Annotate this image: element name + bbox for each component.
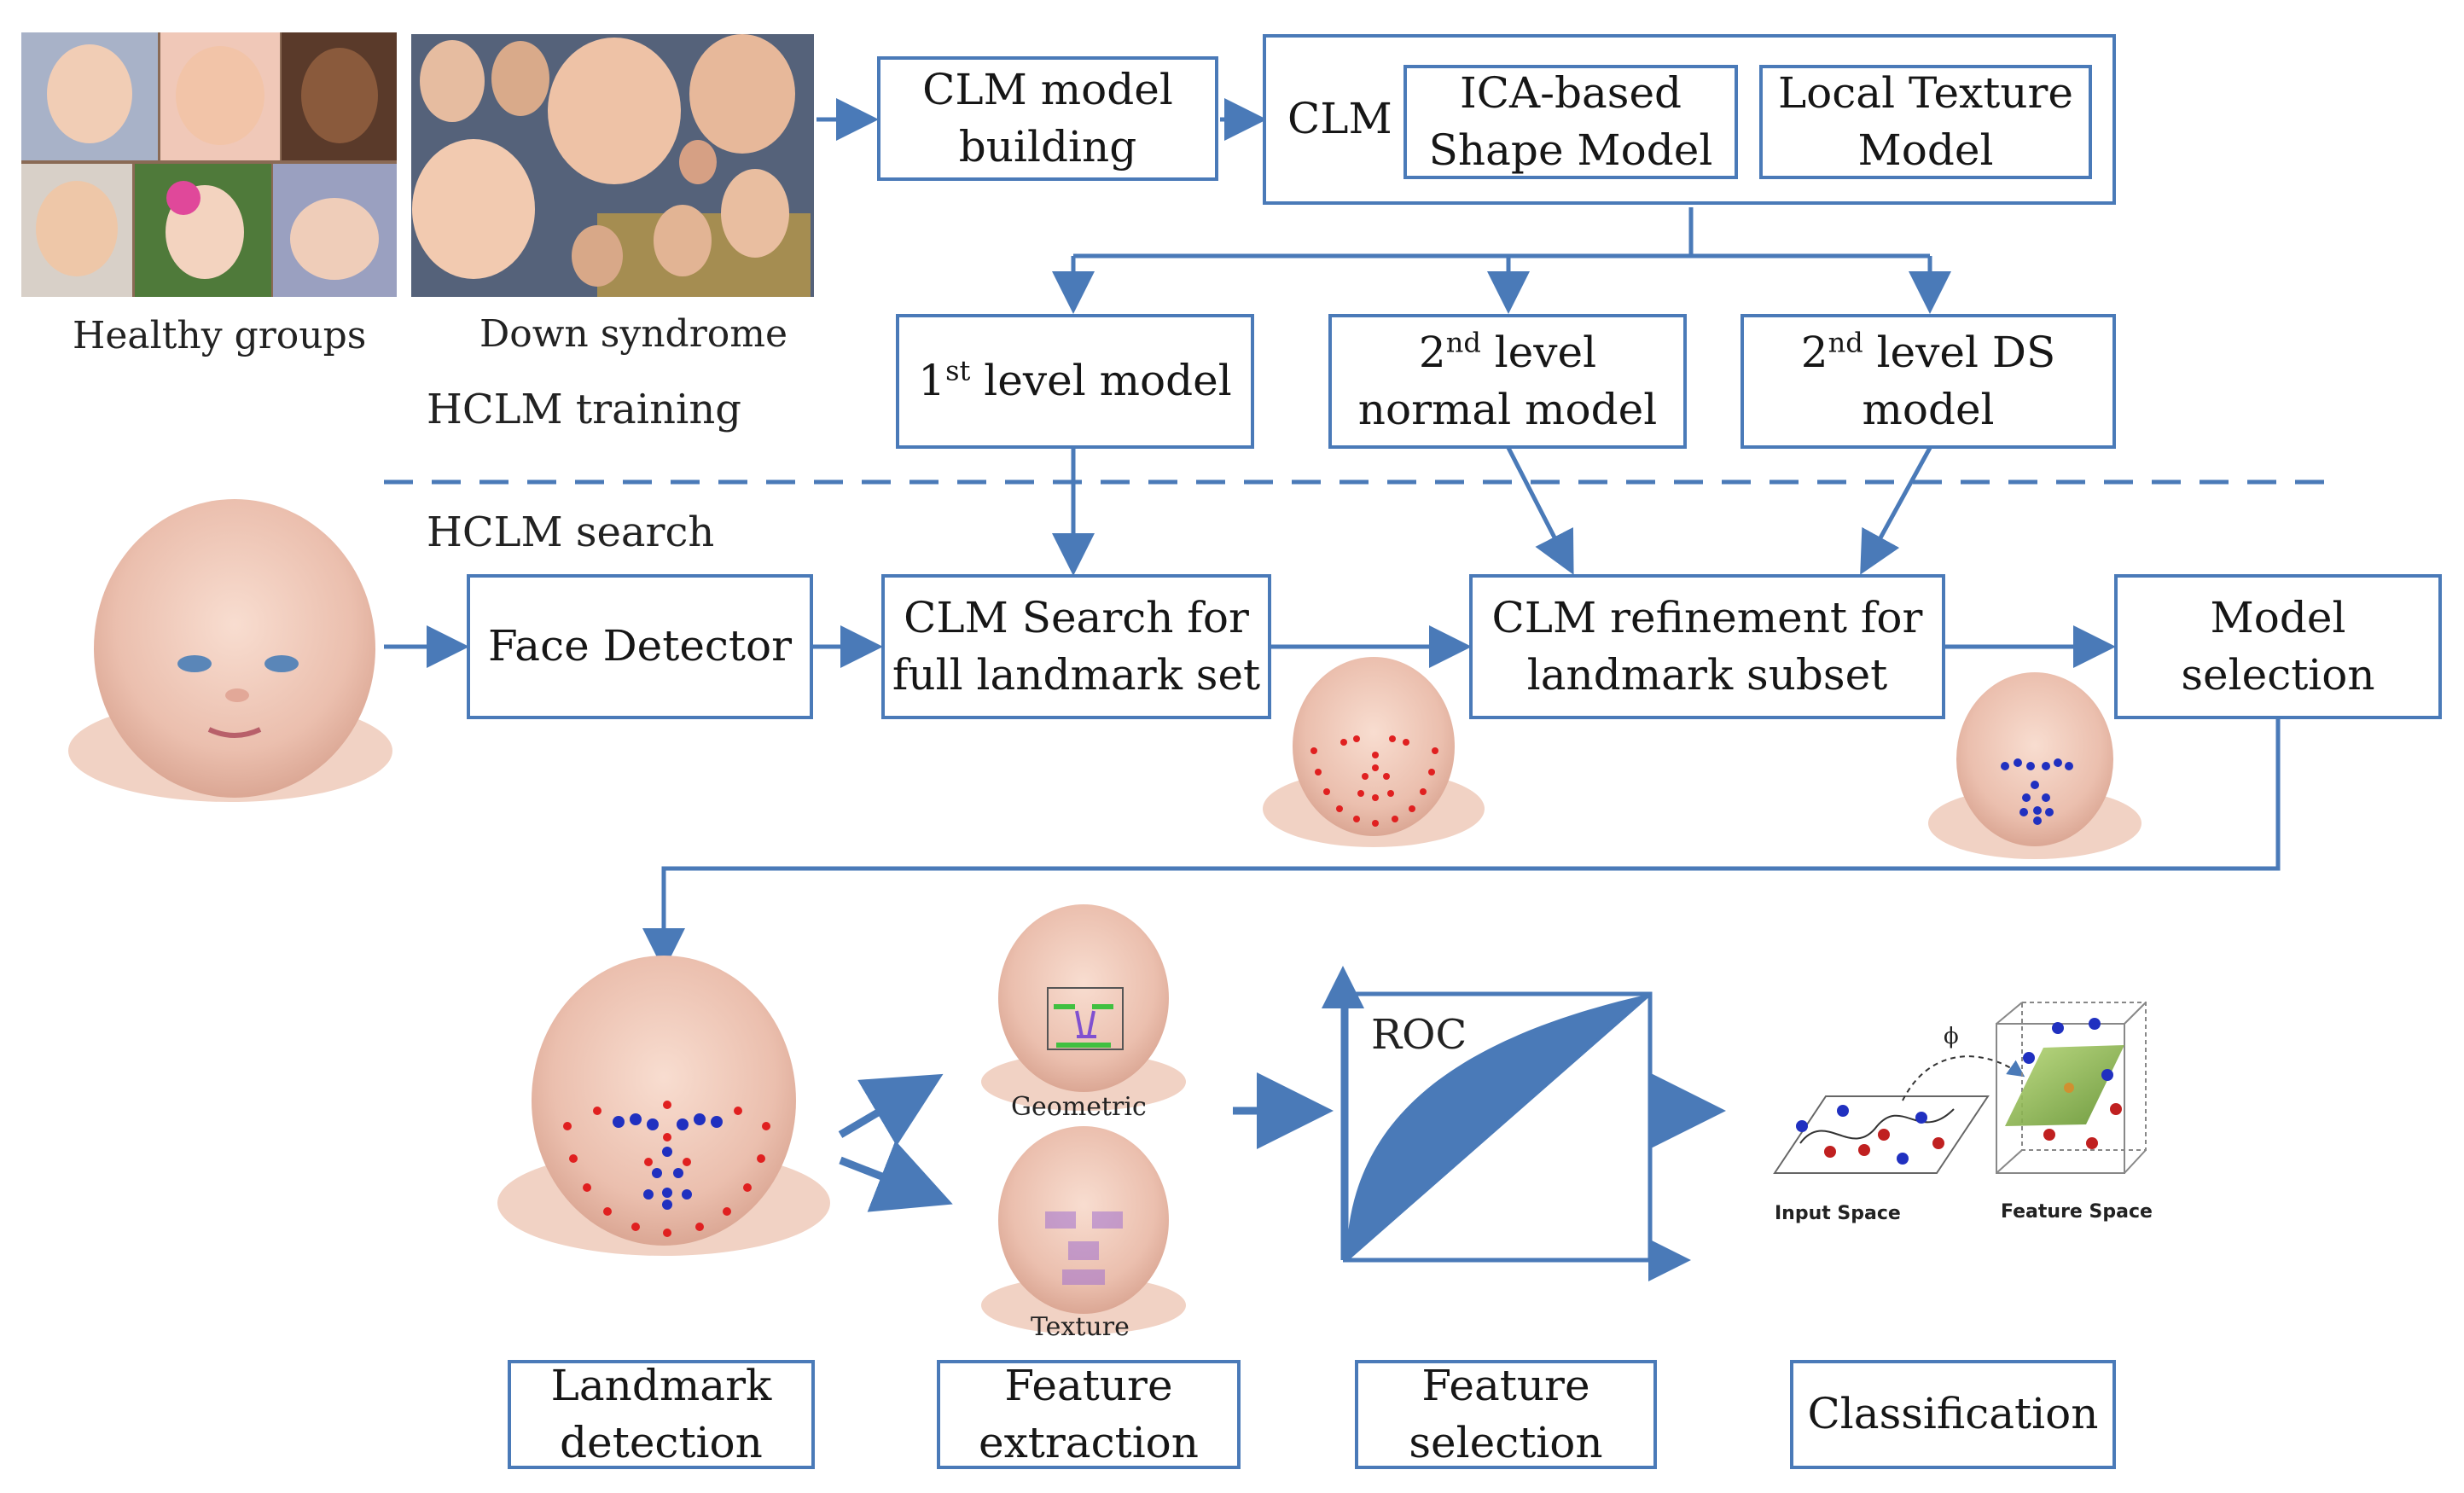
hclm-search-label: HCLM search [427,508,715,556]
clm-label: CLM [1287,94,1392,144]
roc-label: ROC [1371,1011,1467,1059]
healthy-photo-collage [21,32,397,297]
clm-refinement-box: CLM refinement for landmark subset [1469,574,1945,719]
extraction-arrows [838,1072,1726,1212]
texture-baby-image [981,1126,1186,1334]
kernel-space-illustration [1773,1002,2147,1174]
landmark-detection-baby-image [497,956,830,1256]
face-detector-box: Face Detector [467,574,813,719]
roc-plot [1322,966,1691,1281]
baby-subset-landmarks-image [1928,672,2141,859]
down-syndrome-caption: Down syndrome [479,312,787,356]
texture-label: Texture [1031,1312,1130,1342]
feature-extraction-box: Feature extraction [937,1360,1241,1469]
hclm-training-label: HCLM training [427,386,741,433]
search-arrows [384,625,2281,971]
clm-search-box: CLM Search for full landmark set [881,574,1271,719]
clm-model-building-box: CLM model building [877,56,1218,181]
healthy-groups-caption: Healthy groups [73,314,367,357]
geometric-label: Geometric [1011,1092,1147,1122]
second-level-ds-model-box: 2nd level DS model [1740,314,2116,449]
ica-shape-model-box: ICA-based Shape Model [1403,65,1738,179]
model-selection-box: Model selection [2114,574,2442,719]
input-space-label: Input Space [1775,1203,1901,1224]
baby-full-landmarks-image [1263,657,1485,847]
local-texture-model-box: Local Texture Model [1759,65,2092,179]
phi-symbol: ϕ [1944,1024,1959,1049]
second-level-normal-model-box: 2nd level normal model [1328,314,1687,449]
first-level-model-box: 1st level model [896,314,1254,449]
classification-box: Classification [1790,1360,2116,1469]
training-arrows [816,98,1951,576]
input-baby-face-image [68,499,392,802]
feature-selection-box: Feature selection [1355,1360,1657,1469]
down-syndrome-photo-collage [411,34,814,297]
landmark-detection-box: Landmark detection [508,1360,815,1469]
feature-space-label: Feature Space [2001,1201,2153,1223]
geometric-baby-image [981,904,1186,1111]
